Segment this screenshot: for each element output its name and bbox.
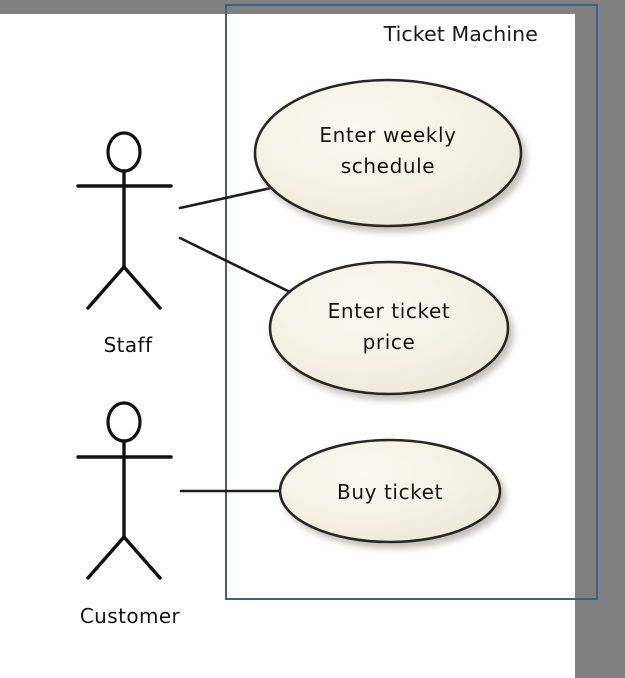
association-staff-to-enter-weekly-schedule[interactable] <box>178 186 273 210</box>
association-staff-to-enter-ticket-price[interactable] <box>178 236 296 296</box>
background-strip-top <box>0 0 625 14</box>
system-boundary-box[interactable] <box>225 4 598 600</box>
association-lines <box>178 186 296 493</box>
actor-staff-leg-left <box>86 265 126 310</box>
actor-label-customer: Customer <box>79 604 181 628</box>
actor-staff-head <box>106 131 142 173</box>
actor-customer-leg-left <box>86 535 126 580</box>
use-case-ellipse-buy-ticket[interactable] <box>278 438 502 544</box>
actor-customer[interactable] <box>76 401 173 580</box>
actor-customer-leg-right <box>122 535 162 580</box>
actor-staff[interactable] <box>76 131 173 310</box>
background-strip-right <box>575 0 625 678</box>
use-case-ellipse-enter-weekly-schedule[interactable] <box>253 78 523 228</box>
use-case-ellipses <box>253 78 523 544</box>
system-boundary-title: Ticket Machine <box>383 22 538 46</box>
actor-label-staff: Staff <box>103 333 153 357</box>
use-case-ellipse-enter-ticket-price[interactable] <box>268 260 510 396</box>
actor-staff-leg-right <box>122 265 162 310</box>
actor-customer-head <box>106 401 142 443</box>
